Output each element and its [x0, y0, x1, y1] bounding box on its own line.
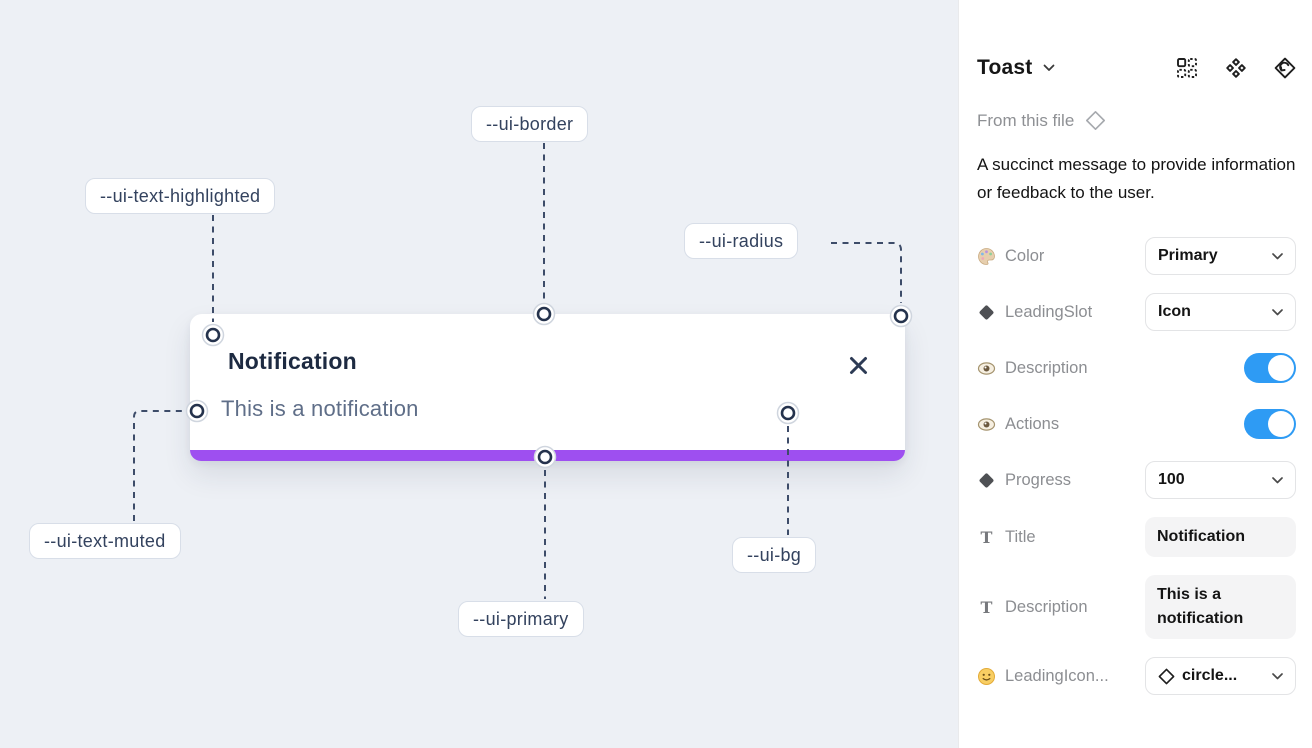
- toast-close-button[interactable]: [847, 354, 869, 376]
- diamond-outline-icon: [1158, 668, 1175, 684]
- prop-label-leadingslot: LeadingSlot: [1005, 302, 1093, 321]
- toast-progress-bar: [190, 450, 905, 461]
- prop-label-actions: Actions: [1005, 414, 1060, 433]
- chevron-down-icon: [1272, 476, 1283, 484]
- leadingicon-select[interactable]: circle...: [1145, 657, 1296, 695]
- token-label-ui-border[interactable]: --ui-border: [471, 106, 589, 142]
- progress-select-value: 100: [1158, 471, 1185, 488]
- prop-label-title: Title: [1005, 527, 1036, 546]
- prop-row-leadingslot: LeadingSlot Icon: [977, 293, 1296, 331]
- color-select[interactable]: Primary: [1145, 237, 1296, 275]
- panel-toolbar: [1176, 57, 1296, 79]
- design-canvas: Notification This is a notification: [0, 0, 958, 748]
- component-description: A succinct message to provide informatio…: [977, 155, 1296, 202]
- component-icon[interactable]: [1225, 57, 1247, 79]
- diamond-outline-icon: [1086, 111, 1106, 130]
- chevron-down-icon: [1044, 64, 1055, 71]
- title-dropdown[interactable]: [1043, 64, 1055, 72]
- prop-label-color: Color: [1005, 246, 1045, 265]
- token-label-ui-radius[interactable]: --ui-radius: [684, 223, 799, 259]
- actions-toggle[interactable]: [1244, 409, 1296, 439]
- close-icon: [849, 356, 867, 374]
- toast-title: Notification: [228, 348, 357, 374]
- toggle-knob: [1268, 355, 1294, 381]
- chevron-down-icon: [1272, 252, 1283, 260]
- token-label-ui-primary[interactable]: --ui-primary: [458, 601, 584, 637]
- component-title: Toast: [977, 56, 1033, 79]
- palette-icon: [977, 247, 996, 266]
- prop-row-title: T Title Notification: [977, 517, 1296, 557]
- prop-row-description-toggle: Description: [977, 349, 1296, 387]
- text-icon: T: [980, 527, 993, 547]
- description-field[interactable]: This is a notification: [1145, 575, 1296, 639]
- eye-icon: [977, 359, 996, 378]
- toast-description: This is a notification: [221, 396, 419, 421]
- title-field[interactable]: Notification: [1145, 517, 1296, 557]
- prop-label-progress: Progress: [1005, 470, 1072, 489]
- prop-label-description: Description: [1005, 358, 1088, 377]
- prop-row-actions-toggle: Actions: [977, 405, 1296, 443]
- leadingicon-select-value: circle...: [1182, 667, 1238, 684]
- description-toggle[interactable]: [1244, 353, 1296, 383]
- chevron-down-icon: [1272, 672, 1283, 680]
- color-select-value: Primary: [1158, 247, 1218, 264]
- token-label-ui-text-muted[interactable]: --ui-text-muted: [29, 523, 181, 559]
- property-list: Color Primary LeadingSlot Icon: [977, 237, 1296, 695]
- text-icon: T: [980, 597, 993, 617]
- prop-row-description-text: T Description This is a notification: [977, 575, 1296, 639]
- leadingslot-select-value: Icon: [1158, 303, 1191, 320]
- line-ui-text-muted: [133, 410, 184, 521]
- leadingslot-select[interactable]: Icon: [1145, 293, 1296, 331]
- prop-label-leadingicon: LeadingIcon...: [1005, 666, 1109, 685]
- line-ui-radius: [831, 242, 902, 303]
- source-label: From this file: [977, 110, 1075, 130]
- toast-card[interactable]: Notification This is a notification: [190, 314, 905, 461]
- token-label-ui-bg[interactable]: --ui-bg: [732, 537, 817, 573]
- diamond-icon: [977, 303, 996, 322]
- properties-panel: Toast: [958, 0, 1312, 748]
- chevron-down-icon: [1272, 308, 1283, 316]
- source-row: From this file: [977, 110, 1296, 131]
- token-label-ui-text-highlighted[interactable]: --ui-text-highlighted: [85, 178, 276, 214]
- prop-label-description-text: Description: [1005, 597, 1088, 616]
- grid-swap-icon[interactable]: [1176, 57, 1198, 79]
- prop-row-leadingicon: LeadingIcon... circle...: [977, 657, 1296, 695]
- toggle-knob: [1268, 411, 1294, 437]
- panel-header: Toast: [977, 56, 1296, 80]
- prop-row-color: Color Primary: [977, 237, 1296, 275]
- reset-instance-icon[interactable]: [1274, 57, 1296, 79]
- diamond-icon: [977, 471, 996, 490]
- progress-select[interactable]: 100: [1145, 461, 1296, 499]
- eye-icon: [977, 415, 996, 434]
- prop-row-progress: Progress 100: [977, 461, 1296, 499]
- smiley-icon: [977, 667, 996, 686]
